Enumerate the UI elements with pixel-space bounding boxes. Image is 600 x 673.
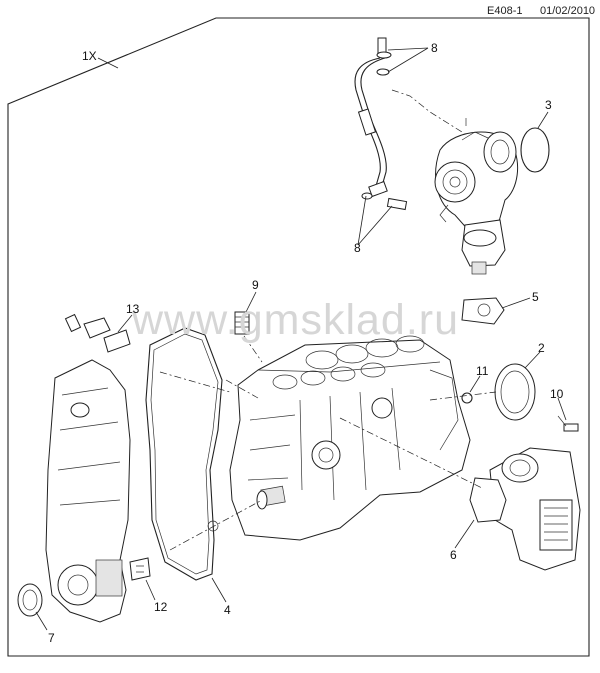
rear-main-seal-2 [494,363,536,421]
assembly-label: 1X [82,49,97,63]
callout-8-top: 8 [431,41,438,55]
sensor-10 [557,415,579,432]
callout-9: 9 [252,278,259,292]
oil-filter-housing-drawing [489,447,581,571]
watermark: www.gmsklad.ru [132,296,460,344]
document-date: 01/02/2010 [540,5,596,17]
oil-feed-line-drawing [354,37,463,211]
timing-cover-gasket-4 [145,327,223,581]
timing-cover-drawing [45,359,131,623]
seal-ring-11 [461,392,473,404]
fitting-13 [64,313,131,353]
front-seal-7 [17,583,43,617]
callout-11: 11 [476,364,489,378]
assembly-label-leader [97,57,119,69]
callout-6: 6 [450,548,457,562]
o-ring-3 [520,127,550,173]
plug-9 [234,311,250,335]
callout-4: 4 [224,603,231,617]
callout-8-bottom: 8 [354,241,361,255]
turbocharger-drawing [434,118,519,275]
gasket-6 [469,477,507,523]
assembly-frame [7,17,590,657]
callout-12: 12 [154,600,168,614]
document-id: E408-1 [487,5,523,17]
callout-10: 10 [550,387,564,401]
gasket-5 [461,297,505,325]
callout-13: 13 [126,302,140,316]
bracket-12 [129,557,151,581]
engine-block-drawing [229,335,471,541]
callout-2: 2 [538,341,545,355]
callout-7: 7 [48,631,55,645]
crankshaft-snout [256,485,286,510]
callout-3: 3 [545,98,552,112]
callout-5: 5 [532,290,539,304]
